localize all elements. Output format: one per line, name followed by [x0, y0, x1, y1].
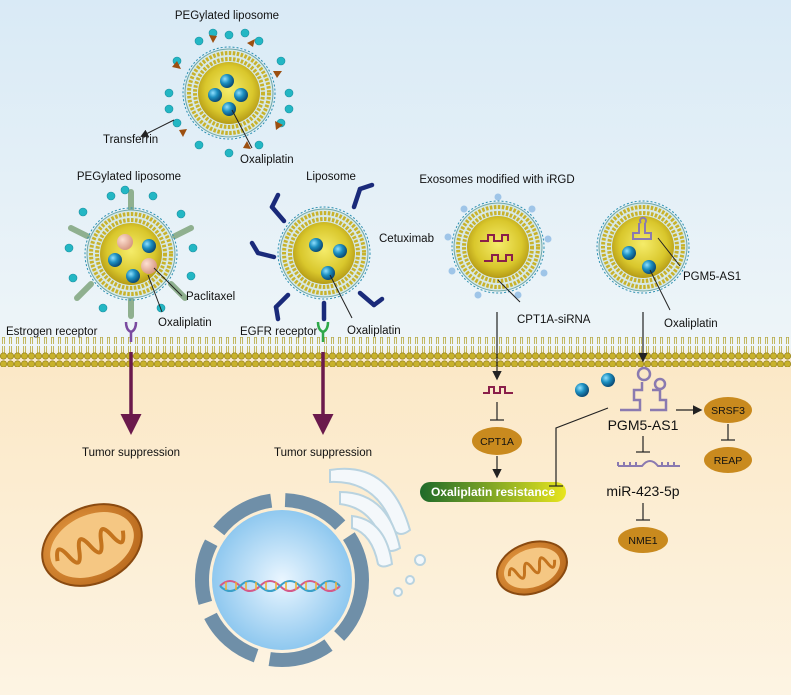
label-cetuximab: Cetuximab	[379, 233, 434, 245]
label-oxaliplatin-mid: Oxaliplatin	[347, 325, 401, 337]
inhibit-mir	[636, 436, 650, 453]
label-pgm5-as1-main: PGM5-AS1	[608, 417, 679, 433]
oxaliplatin-icon	[108, 253, 122, 267]
label-liposome: Liposome	[306, 171, 356, 183]
cell-membrane	[0, 337, 791, 367]
egfr-receptor-icon	[316, 321, 330, 342]
oxaliplatin-icon	[208, 88, 222, 102]
label-oxaliplatin-left: Oxaliplatin	[158, 317, 212, 329]
cetuximab-icon	[249, 182, 385, 322]
antibody-arms	[68, 189, 194, 319]
free-oxaliplatin	[575, 373, 615, 397]
label-cpt1a: CPT1A	[480, 436, 514, 448]
inhibit-nme1	[636, 503, 650, 521]
label-mir: miR-423-5p	[606, 483, 679, 499]
oxaliplatin-icon	[333, 244, 347, 258]
dna-icon	[219, 580, 341, 592]
label-nme1: NME1	[628, 535, 657, 547]
pegylated-liposome-paclitaxel	[64, 185, 198, 319]
rna-hairpin-icon	[632, 216, 652, 240]
label-transferrin: Transferrin	[103, 134, 158, 146]
label-tumor-suppression-2: Tumor suppression	[274, 447, 372, 459]
pegylated-liposome-transferrin	[164, 28, 294, 158]
label-pegylated-liposome-left: PEGylated liposome	[77, 171, 181, 183]
label-estrogen-receptor: Estrogen receptor	[6, 326, 98, 338]
sirna-icon	[480, 234, 513, 262]
nucleus	[195, 493, 369, 667]
reap-pill	[704, 447, 752, 473]
transferrin-icon	[172, 35, 283, 149]
oxaliplatin-icon	[309, 238, 323, 252]
label-tumor-suppression-1: Tumor suppression	[82, 447, 180, 459]
inhibit-reap	[721, 424, 735, 441]
label-cpt1a-sirna: CPT1A-siRNA	[517, 314, 591, 326]
label-oxaliplatin-right: Oxaliplatin	[664, 318, 718, 330]
oxaliplatin-icon	[642, 260, 656, 274]
estrogen-receptor-icon	[124, 321, 138, 342]
paclitaxel-icon	[117, 234, 133, 250]
label-pgm5-as1-top: PGM5-AS1	[683, 271, 741, 283]
oxaliplatin-icon	[220, 74, 234, 88]
srsf3-pill	[704, 397, 752, 423]
label-egfr-receptor: EGFR receptor	[240, 326, 317, 338]
mitochondrion-left	[41, 503, 143, 587]
mirna-icon	[617, 460, 680, 467]
oxaliplatin-icon	[126, 269, 140, 283]
label-srsf3: SRSF3	[711, 405, 745, 417]
oxaliplatin-icon	[234, 88, 248, 102]
label-exosomes: Exosomes modified with iRGD	[419, 174, 574, 186]
oxaliplatin-resistance-badge	[420, 482, 566, 502]
oxaliplatin-icon	[142, 239, 156, 253]
label-paclitaxel: Paclitaxel	[186, 291, 235, 303]
exosome-irgd	[444, 193, 552, 299]
liposome-cetuximab	[249, 182, 385, 322]
golgi-apparatus	[329, 467, 426, 597]
mitochondrion-right	[496, 540, 568, 596]
peg-chains	[64, 185, 198, 313]
inhibit-resistance	[549, 407, 609, 487]
label-oxaliplatin-resistance: Oxaliplatin resistance	[431, 485, 555, 499]
pgm5-as1-rna-icon	[620, 366, 668, 412]
inhibit-cpt1a	[490, 402, 504, 421]
label-reap: REAP	[714, 455, 743, 467]
label-pegylated-liposome-top: PEGylated liposome	[175, 10, 279, 22]
nme1-pill	[618, 527, 668, 553]
oxaliplatin-icon	[321, 266, 335, 280]
liposome-pgm5-as1	[595, 199, 691, 295]
oxaliplatin-icon	[222, 102, 236, 116]
label-oxaliplatin-top: Oxaliplatin	[240, 154, 294, 166]
oxaliplatin-icon	[622, 246, 636, 260]
cpt1a-pill	[472, 427, 522, 455]
peg-chains	[164, 28, 294, 158]
sirna-cytoplasm-icon	[483, 386, 513, 394]
paclitaxel-icon	[141, 258, 157, 274]
